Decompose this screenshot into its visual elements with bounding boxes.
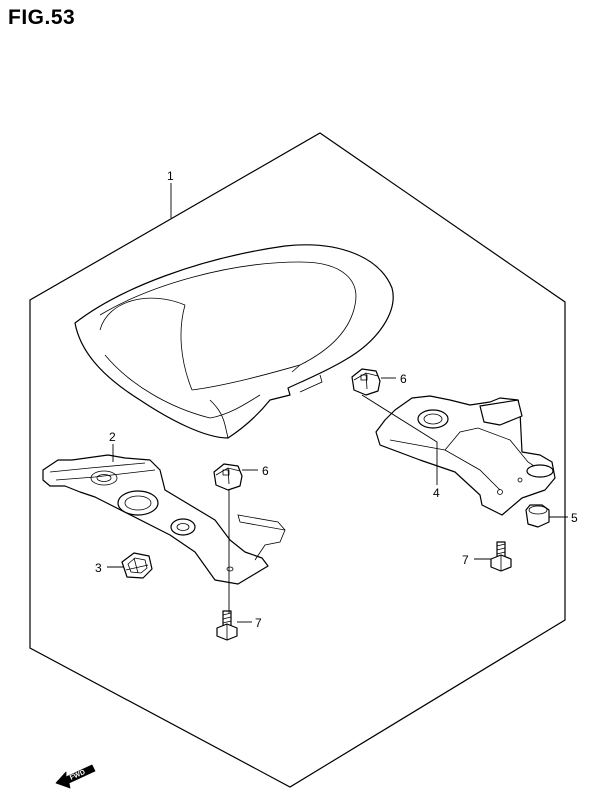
callout-6-left: 6: [262, 464, 269, 478]
nut-right-part[interactable]: [351, 368, 381, 396]
callout-1: 1: [167, 169, 174, 183]
callout-7-left: 7: [255, 616, 262, 630]
cushion-part[interactable]: [525, 504, 550, 528]
figure-title: FIG.53: [8, 6, 76, 29]
fwd-label: FWD: [69, 769, 86, 782]
leader-line-4: [361, 394, 438, 485]
callout-7-right: 7: [462, 553, 469, 567]
bracket-left-part[interactable]: [42, 454, 286, 585]
nut-left-part[interactable]: [213, 463, 243, 491]
seat-cowl-part[interactable]: [74, 244, 394, 439]
callout-5: 5: [571, 511, 578, 525]
callout-6-right: 6: [400, 372, 407, 386]
callout-4: 4: [433, 486, 440, 500]
bracket-right-part[interactable]: [375, 395, 556, 516]
clip-nut-part[interactable]: [121, 552, 153, 579]
bolt-left-part[interactable]: [216, 610, 238, 641]
kit-outline-hexagon: [29, 132, 566, 788]
bolt-right-part[interactable]: [490, 541, 512, 572]
fwd-arrow-icon: FWD: [55, 764, 96, 789]
callout-2: 2: [109, 430, 116, 444]
callout-3: 3: [95, 561, 102, 575]
